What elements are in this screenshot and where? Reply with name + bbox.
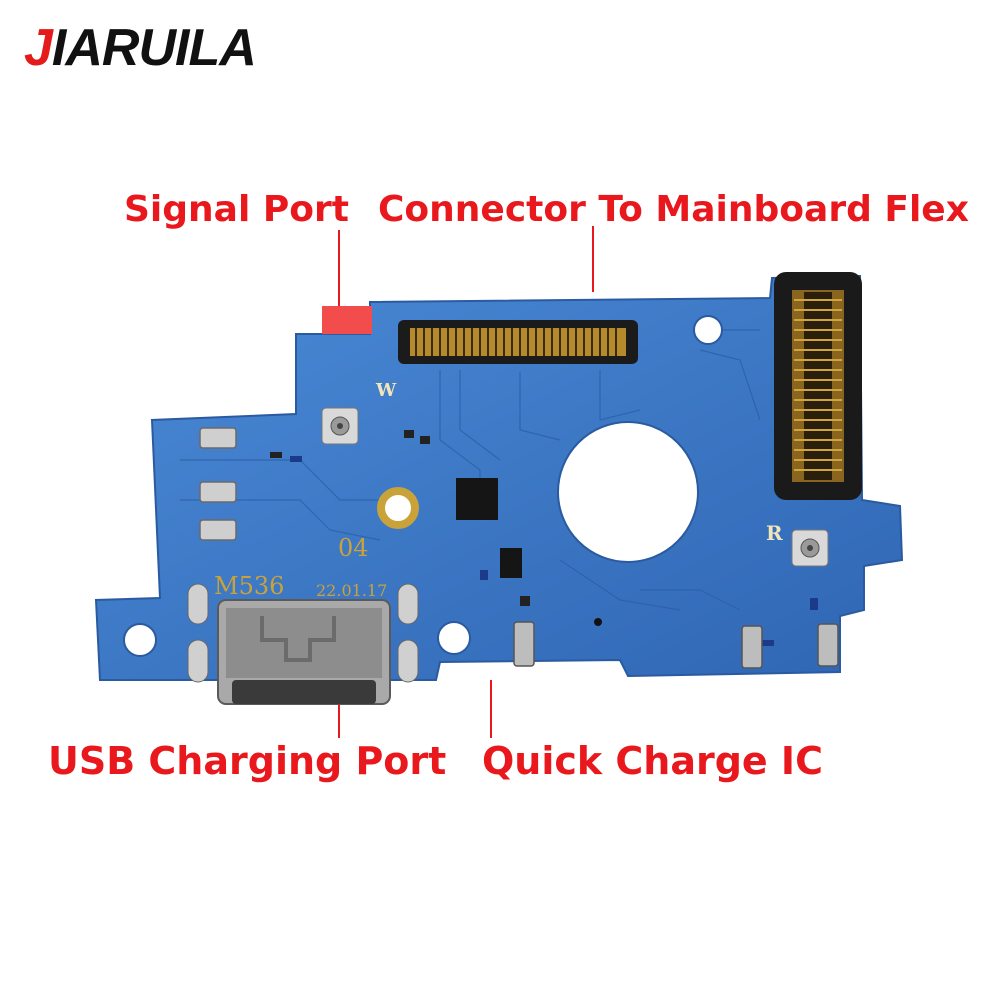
contact-pads-left — [199, 427, 237, 541]
connector-pins-v — [794, 299, 842, 471]
antenna-connector-r — [791, 529, 829, 567]
usb-port-leader — [338, 700, 340, 738]
mount-hole-mid — [437, 621, 471, 655]
contact-pads-bottom — [513, 621, 839, 669]
callout-quick-charge: Quick Charge IC — [482, 739, 823, 783]
brand-logo-initial: J — [24, 19, 53, 77]
silkscreen-w: W — [375, 380, 397, 401]
silkscreen-r: R — [766, 521, 783, 545]
mount-hole-left — [123, 623, 157, 657]
connector-horizontal — [398, 320, 638, 364]
connector-leader — [592, 226, 594, 292]
brand-logo-rest: IARUILA — [51, 19, 257, 77]
callout-connector: Connector To Mainboard Flex — [378, 189, 969, 230]
quick-charge-leader — [490, 680, 492, 738]
connector-pins-h — [415, 328, 617, 356]
silkscreen-model: M536 — [214, 572, 284, 600]
callout-usb-port: USB Charging Port — [48, 739, 447, 783]
mount-hole-top — [693, 315, 723, 345]
silkscreen-rev: 04 — [338, 534, 369, 562]
antenna-connector-w — [321, 407, 359, 445]
callout-signal-port: Signal Port — [124, 189, 349, 230]
usb-c-port — [187, 583, 419, 705]
brand-logo: JIARUILA — [24, 19, 257, 77]
small-components — [270, 430, 818, 646]
connector-vertical — [774, 272, 862, 500]
pcb-traces — [180, 329, 761, 611]
gold-ring-hole — [377, 487, 419, 529]
silkscreen-date: 22.01.17 — [316, 581, 387, 600]
signal-port-leader — [338, 230, 340, 308]
signal-port-pad — [322, 306, 372, 334]
